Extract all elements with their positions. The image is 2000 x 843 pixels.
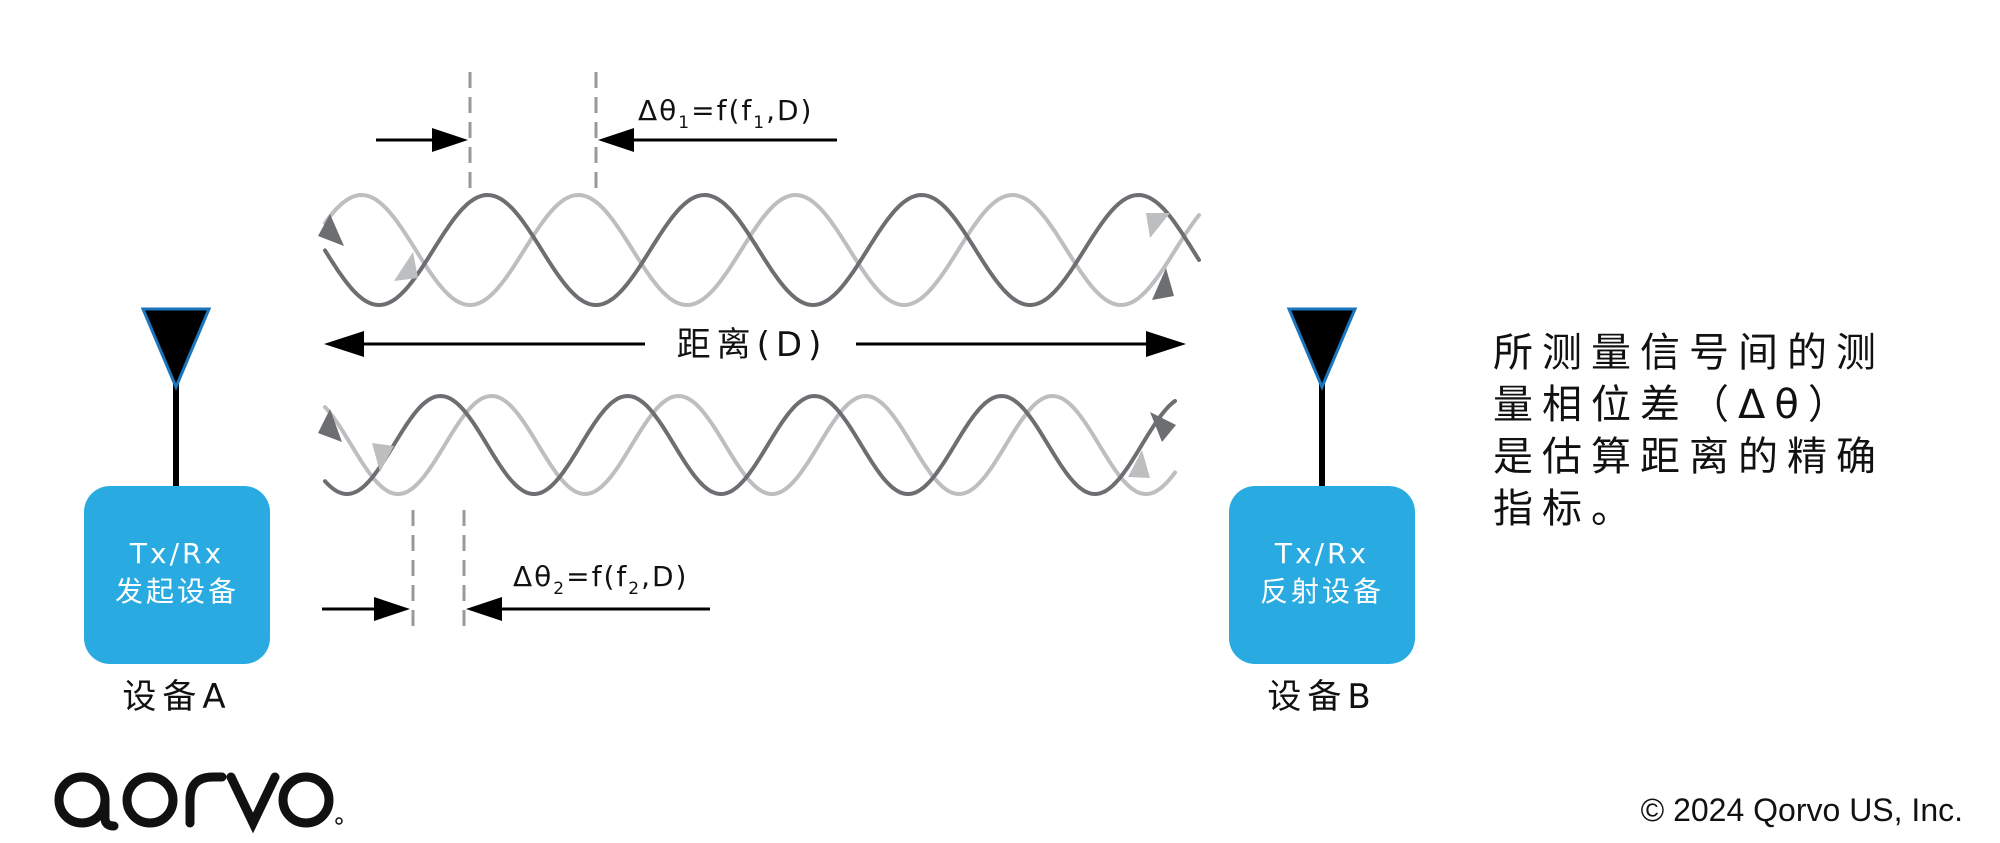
phase1-arrow-left-head	[432, 128, 468, 152]
device-b-line2: 反射设备	[1260, 575, 1384, 608]
bottom-right-light-arrowhead	[1128, 450, 1150, 478]
device-b-line1: Tx/Rx	[1274, 537, 1369, 570]
logo-o2	[278, 772, 334, 828]
device-a-antenna-icon	[140, 307, 212, 391]
bottom-right-dark-arrowhead	[1150, 412, 1176, 442]
top-wave-pair	[318, 192, 1201, 308]
device-a-box	[84, 486, 270, 664]
top-wave-dark	[323, 192, 1201, 308]
phase1-arrow-right-head	[598, 128, 634, 152]
phase2-delta-theta: Δθ	[513, 560, 553, 593]
phase2-subscript-index: 2	[553, 579, 566, 599]
logo-registered-mark	[335, 817, 343, 825]
phase2-arrow-right-head	[466, 597, 502, 621]
explanation-note: 所测量信号间的测 量相位差（Δθ） 是估算距离的精确 指标。	[1493, 330, 1885, 532]
phase2-arrow-left-head	[374, 597, 410, 621]
logo-r	[185, 772, 227, 828]
logo-q-bowl	[54, 772, 110, 828]
phase2-formula-middle: =f(f	[566, 560, 628, 593]
distance-arrow: 距离(D)	[324, 325, 1186, 365]
logo-q-tail	[100, 795, 119, 831]
bottom-wave-dark	[323, 393, 1177, 497]
distance-label: 距离(D)	[677, 325, 828, 365]
note-line-1: 所测量信号间的测	[1493, 330, 1885, 376]
phase1-delta-theta: Δθ	[638, 94, 678, 127]
note-line-3: 是估算距离的精确	[1493, 434, 1885, 480]
phase2-subscript-freq: 2	[628, 579, 641, 599]
device-b-antenna-icon	[1286, 307, 1358, 391]
device-a: Tx/Rx 发起设备 设备A	[84, 307, 270, 717]
bottom-left-light-arrowhead	[372, 443, 394, 472]
distance-arrow-right-head	[1146, 331, 1186, 357]
top-left-dark-arrowhead	[318, 214, 344, 246]
phase2-formula-suffix: ,D)	[641, 560, 688, 593]
phase2-marker: Δθ2=f(f2,D)	[322, 510, 710, 632]
device-a-line1: Tx/Rx	[129, 537, 224, 570]
device-a-line2: 发起设备	[115, 575, 239, 608]
logo-o1	[122, 772, 178, 828]
note-line-4: 指标。	[1493, 486, 1640, 532]
top-wave-light	[323, 192, 1201, 308]
phase1-formula-middle: =f(f	[691, 94, 753, 127]
logo-v	[226, 772, 280, 834]
device-b-caption: 设备B	[1267, 677, 1376, 717]
copyright-text: © 2024 Qorvo US, Inc.	[1641, 792, 1963, 828]
bottom-wave-pair	[318, 393, 1177, 497]
device-b: Tx/Rx 反射设备 设备B	[1229, 307, 1415, 717]
phase1-formula-suffix: ,D)	[766, 94, 813, 127]
note-line-2: 量相位差（Δθ）	[1493, 382, 1857, 428]
bottom-left-dark-arrowhead	[318, 409, 342, 442]
device-a-caption: 设备A	[122, 677, 231, 717]
phase1-subscript-index: 1	[678, 113, 691, 133]
top-right-dark-arrowhead	[1152, 268, 1174, 300]
distance-arrow-left-head	[324, 331, 364, 357]
phase2-formula: Δθ2=f(f2,D)	[513, 560, 688, 599]
phase1-formula: Δθ1=f(f1,D)	[638, 94, 813, 133]
top-right-light-arrowhead	[1146, 213, 1170, 238]
qorvo-logo	[54, 772, 343, 834]
top-left-light-arrowhead	[394, 252, 418, 281]
phase1-marker: Δθ1=f(f1,D)	[376, 72, 837, 192]
device-b-box	[1229, 486, 1415, 664]
phase1-subscript-freq: 1	[753, 113, 766, 133]
